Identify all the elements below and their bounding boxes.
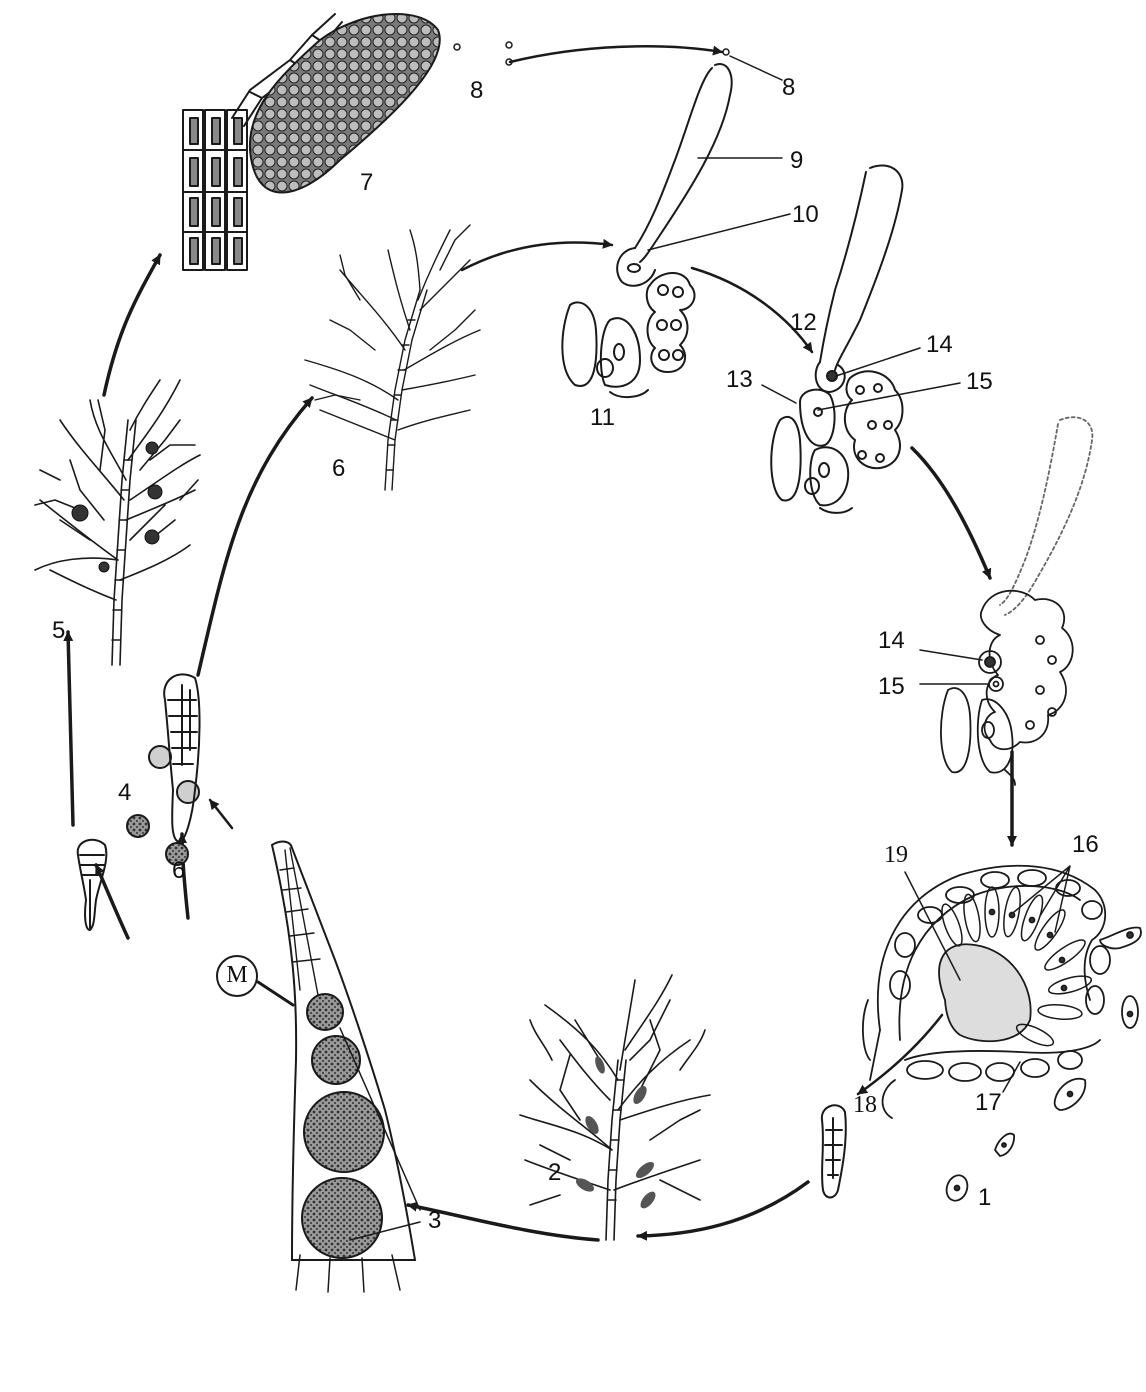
label-10: 10 xyxy=(792,201,819,228)
label-9: 9 xyxy=(790,147,803,174)
fertilization-stage xyxy=(771,165,902,512)
tetrasporophyte-plant xyxy=(520,975,710,1240)
label-6-upper: 6 xyxy=(332,455,345,482)
label-7: 7 xyxy=(360,169,373,196)
label-11: 11 xyxy=(590,404,615,431)
label-2: 2 xyxy=(548,1159,561,1186)
label-15-mid: 15 xyxy=(878,673,905,700)
label-5: 5 xyxy=(52,617,65,644)
label-6-lower: 6 xyxy=(172,857,185,884)
label-8-left: 8 xyxy=(470,77,483,104)
germling-bottom-right xyxy=(822,1105,846,1197)
meiosis-marker: M xyxy=(217,956,257,996)
germling-left xyxy=(78,840,107,930)
label-8-right: 8 xyxy=(782,74,795,101)
zygote-stage xyxy=(941,417,1092,785)
male-gametophyte xyxy=(305,225,480,490)
label-12: 12 xyxy=(790,309,817,336)
leader-8 xyxy=(730,56,782,80)
label-17: 17 xyxy=(975,1089,1002,1116)
label-4: 4 xyxy=(118,779,131,806)
label-18: 18 xyxy=(853,1092,877,1118)
label-13: 13 xyxy=(726,366,753,393)
carpospores xyxy=(454,42,729,65)
label-3: 3 xyxy=(428,1207,441,1234)
label-1: 1 xyxy=(978,1184,991,1211)
leader-14-top xyxy=(836,348,920,376)
leader-13 xyxy=(762,385,796,403)
label-19: 19 xyxy=(884,842,908,868)
cycle-arrows xyxy=(68,46,1012,1240)
label-14-mid: 14 xyxy=(878,627,905,654)
label-14-top: 14 xyxy=(926,331,953,358)
trichogyne-with-spermatium xyxy=(562,64,731,397)
cystocarp-filament: 7 xyxy=(183,14,440,270)
meiosis-label: M xyxy=(226,962,247,988)
leader-14-mid xyxy=(920,650,982,660)
label-16: 16 xyxy=(1072,831,1099,858)
label-15-top: 15 xyxy=(966,368,993,395)
carposporophyte-section xyxy=(863,866,1141,1204)
germling-center xyxy=(164,674,199,842)
tetrasporangia-branch xyxy=(272,842,415,1292)
